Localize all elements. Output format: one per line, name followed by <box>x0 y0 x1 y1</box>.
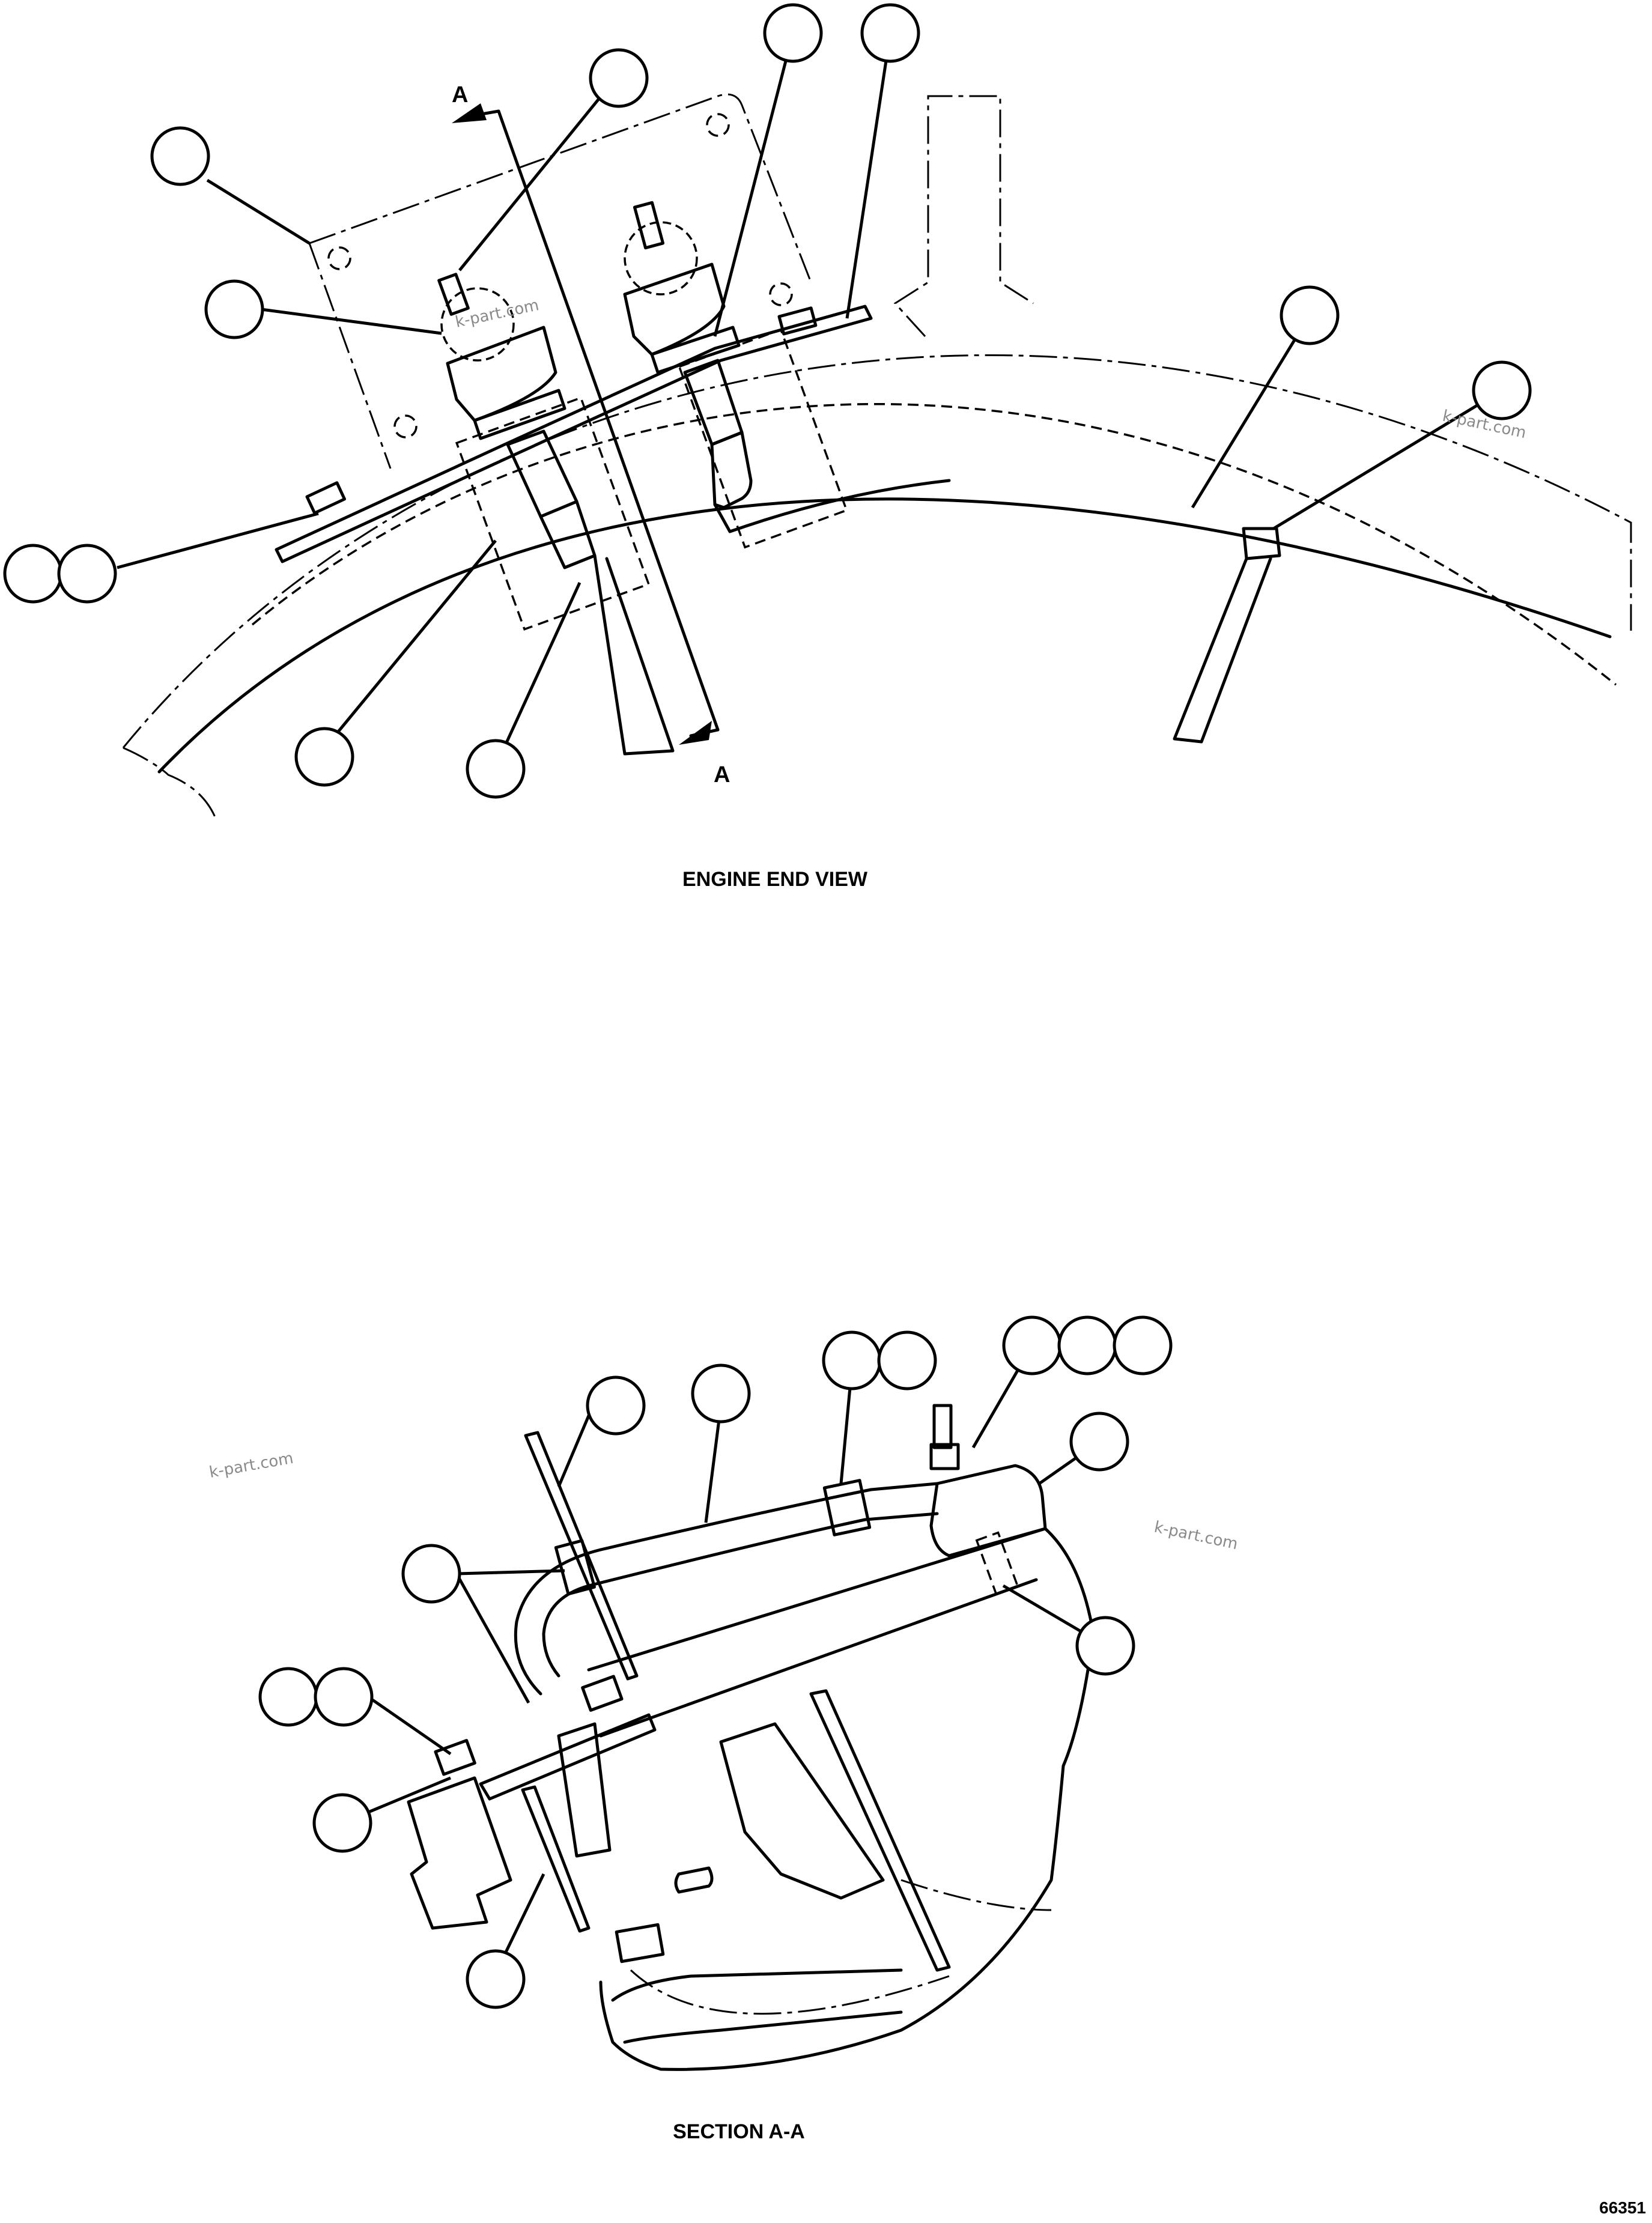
callout-bubble <box>691 1363 751 1424</box>
leader-line <box>206 178 311 245</box>
callout-bubble <box>314 1667 374 1727</box>
housing-flange <box>809 1689 951 1972</box>
callout-bubble <box>3 544 63 604</box>
plate-hole <box>327 246 351 270</box>
callout-bubble <box>589 48 649 108</box>
callout-bubble <box>150 126 210 186</box>
housing-outer-arc <box>122 354 1632 748</box>
leader-line <box>261 308 442 335</box>
callout-bubble <box>466 1949 526 2009</box>
callouts-top <box>3 3 1532 799</box>
lower-fitting <box>615 1923 665 1964</box>
sender-block <box>929 1464 1047 1557</box>
callout-bubble <box>294 727 354 787</box>
housing-top-edge <box>599 1578 1038 1738</box>
bracket-strap <box>479 1713 657 1801</box>
sensor-lead <box>521 1785 591 1933</box>
callout-bubble <box>258 1667 318 1727</box>
sensor-body <box>557 1722 612 1858</box>
callout-bubble <box>860 3 920 63</box>
engine-end-view: A A k-part.c <box>3 3 1632 891</box>
leader-line <box>497 581 582 761</box>
callout-bubble <box>1280 285 1340 345</box>
leader-line <box>1272 389 1503 530</box>
callout-bubble <box>1002 1315 1062 1375</box>
sender-stud <box>932 1404 953 1449</box>
housing-hidden-arc <box>251 403 1617 686</box>
housing-body <box>587 1527 1095 2071</box>
leader-line <box>704 1405 723 1523</box>
callout-bubble <box>57 544 117 604</box>
view-caption-bottom: SECTION A-A <box>673 2120 805 2143</box>
plate-hole <box>769 282 793 306</box>
leader-line <box>845 32 892 319</box>
hex-nut <box>434 1739 476 1776</box>
callout-bubble <box>763 3 823 63</box>
housing-inner-arc <box>157 497 1612 774</box>
callout-bubble <box>877 1330 937 1391</box>
leader-line <box>839 1387 852 1484</box>
leader-line <box>1191 314 1311 509</box>
callouts-section <box>258 1315 1173 2009</box>
callout-bubble <box>466 739 526 799</box>
callout-bubble <box>822 1330 882 1391</box>
leader-line <box>117 512 319 569</box>
section-label-top: A <box>452 82 468 108</box>
plate-hole <box>393 414 418 438</box>
leader-line <box>557 1408 594 1487</box>
figure-number: 66351 <box>1599 2198 1646 2217</box>
callout-bubble <box>1069 1412 1129 1472</box>
hex-nut <box>581 1675 624 1712</box>
inner-slot <box>674 1866 714 1894</box>
section-label-bottom: A <box>714 762 730 787</box>
callout-bubble <box>204 279 264 339</box>
housing-dash-lower <box>630 1969 950 2015</box>
section-cut-line: A A <box>452 82 730 787</box>
hex-nut <box>777 306 818 336</box>
leader-line <box>456 1569 565 1576</box>
lower-bracket <box>407 1776 512 1930</box>
tube-clamp <box>822 1479 872 1536</box>
callout-bubble <box>586 1375 646 1436</box>
section-a-a-view: k-part.com k-part.com SECTION A-A <box>208 1315 1240 2143</box>
leader-line <box>326 539 497 746</box>
watermark-text: k-part.com <box>208 1449 295 1482</box>
callout-bubble <box>1472 360 1532 420</box>
leader-line <box>458 77 617 271</box>
leader-line <box>371 1698 452 1756</box>
gasket-plate <box>524 1431 639 1681</box>
hex-nut <box>305 481 347 515</box>
sensor-assembly-left <box>437 273 675 756</box>
bracket-bar <box>275 305 873 563</box>
inner-block <box>719 1722 885 1900</box>
callout-bubble <box>1057 1315 1117 1375</box>
view-caption-top: ENGINE END VIEW <box>682 868 868 891</box>
leader-line <box>713 32 795 337</box>
probe-right <box>1173 527 1281 744</box>
mounting-plate <box>308 93 812 469</box>
plate-hole <box>706 113 730 137</box>
sensor-assembly-right <box>623 201 951 549</box>
watermark-text: k-part.com <box>1153 1518 1240 1554</box>
housing-dash-edge <box>900 1879 1052 1911</box>
sender-nut <box>929 1443 960 1470</box>
housing-bottom-curve <box>123 747 217 820</box>
exhaust-elbow <box>893 95 1034 338</box>
tube-outer <box>587 1482 939 1588</box>
callout-bubble <box>1113 1315 1173 1375</box>
callout-bubble <box>1075 1616 1135 1676</box>
callout-bubble <box>312 1793 372 1853</box>
lower-tube <box>611 1968 903 2044</box>
callout-bubble <box>401 1544 461 1604</box>
leader-line <box>455 1572 530 1704</box>
hidden-stud <box>975 1531 1019 1596</box>
